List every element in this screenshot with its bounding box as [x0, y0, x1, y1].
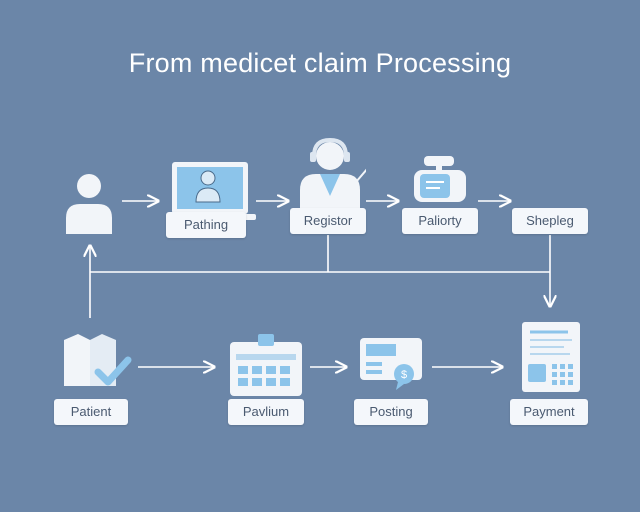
paliorty-label: Paliorty: [402, 208, 478, 234]
card-chat-icon: $: [360, 338, 422, 390]
person-icon: [66, 174, 112, 234]
calendar-icon: [230, 334, 302, 396]
registor-label: Registor: [290, 208, 366, 234]
diagram-title: From medicet claim Processing: [128, 48, 512, 78]
payment-label: Payment: [510, 399, 588, 425]
patient-label: Patient: [54, 399, 128, 425]
shepleg-label: Shepleg: [512, 208, 588, 234]
svg-text:$: $: [401, 369, 407, 381]
pavlium-label: Pavlium: [228, 399, 304, 425]
folder-check-icon: [64, 334, 132, 386]
staff-with-headset-icon: [300, 138, 366, 208]
document-form-icon: [522, 322, 580, 392]
id-card-icon: [414, 156, 466, 202]
posting-label: Posting: [354, 399, 428, 425]
pathing-label: Pathing: [166, 212, 246, 238]
